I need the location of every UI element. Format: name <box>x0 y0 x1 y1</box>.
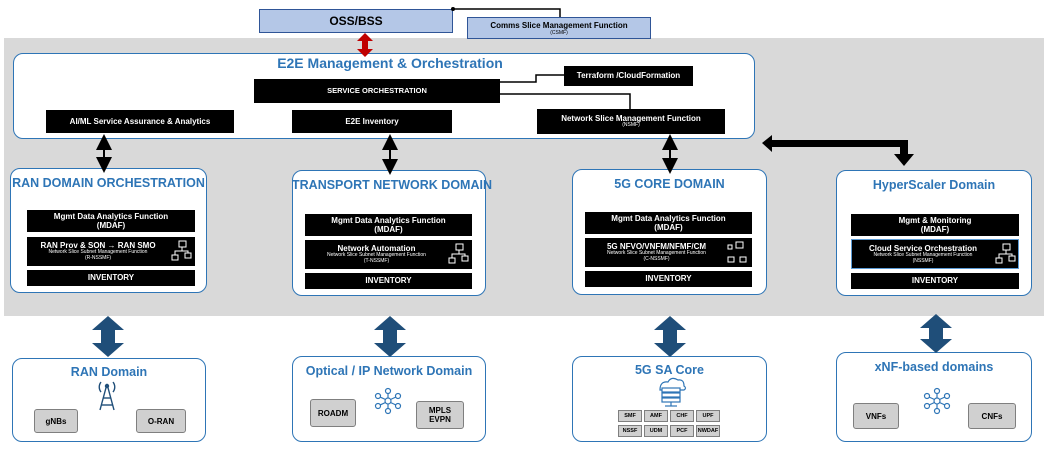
cloud-service-orchestration-title: Cloud Service Orchestration <box>868 243 978 253</box>
cloud-service-orchestration-sub2: (NSSMF) <box>912 257 934 264</box>
nf-upf[interactable]: UPF <box>696 410 720 422</box>
vnfs-label: VNFs <box>865 411 887 421</box>
nf-pcf[interactable]: PCF <box>670 425 694 437</box>
vnfs-box[interactable]: VNFs <box>853 403 899 429</box>
cnfs-label: CNFs <box>981 411 1003 421</box>
xnf-domain-title: xNF-based domains <box>874 360 994 374</box>
nfvo-sub2: (C-NSSMF) <box>643 256 670 263</box>
csmf-sub: (CSMF) <box>550 29 568 36</box>
hyperscaler-mdaf-title: Mgmt & Monitoring <box>898 215 972 225</box>
nfvo-sub1: Network Slice Subnet Management Function <box>607 250 706 257</box>
oss-bss-label: OSS/BSS <box>329 14 383 28</box>
sa-core-title: 5G SA Core <box>634 363 704 377</box>
o-ran-label: O-RAN <box>147 416 175 426</box>
evpn-label: EVPN <box>429 415 451 424</box>
nfvo-box[interactable]: 5G NFVO/VNFM/NFMF/CM Network Slice Subne… <box>585 238 752 267</box>
hyperscaler-mdaf-sub: (MDAF) <box>920 225 950 234</box>
hyperscaler-domain-title: HyperScaler Domain <box>872 178 996 192</box>
ran-smo-title: RAN Prov & SON → RAN SMO <box>40 241 156 251</box>
roadm-label: ROADM <box>317 408 349 418</box>
oss-bss-box[interactable]: OSS/BSS <box>259 9 453 33</box>
transport-mdaf-sub: (MDAF) <box>374 225 403 234</box>
network-automation-sub2: (T-NSSMF) <box>363 258 390 265</box>
nf-smf[interactable]: SMF <box>618 410 642 422</box>
ran-inventory-label: INVENTORY <box>87 273 135 283</box>
nf-nwdaf[interactable]: NWDAF <box>696 425 720 437</box>
transport-mdaf-title: Mgmt Data Analytics Function <box>331 215 446 225</box>
nf-nssf[interactable]: NSSF <box>618 425 642 437</box>
oss-csmf-connector <box>453 8 561 17</box>
terraform-box[interactable]: Terraform /CloudFormation <box>564 66 693 86</box>
mpls-label: MPLS <box>428 406 452 415</box>
hyperscaler-inventory-label: INVENTORY <box>911 276 959 286</box>
cloud-service-orchestration-sub1: Network Slice Subnet Management Function <box>873 251 973 258</box>
ran-mdaf-box[interactable]: Mgmt Data Analytics Function (MDAF) <box>27 210 195 232</box>
service-orchestration-box[interactable]: SERVICE ORCHESTRATION <box>254 79 500 103</box>
core-inventory-box[interactable]: INVENTORY <box>585 271 752 287</box>
ran-smo-sub1: Network Slice Subnet Management Function <box>48 249 148 256</box>
nf-udm[interactable]: UDM <box>644 425 668 437</box>
optical-domain-title: Optical / IP Network Domain <box>305 364 473 378</box>
ran-smo-box[interactable]: RAN Prov & SON → RAN SMO Network Slice S… <box>27 237 195 266</box>
transport-mdaf-box[interactable]: Mgmt Data Analytics Function (MDAF) <box>305 214 472 236</box>
network-automation-title: Network Automation <box>337 244 416 254</box>
e2e-title: E2E Management & Orchestration <box>277 55 503 71</box>
ran-mdaf-title: Mgmt Data Analytics Function <box>53 211 169 221</box>
nf-chf[interactable]: CHF <box>670 410 694 422</box>
ran-orchestration-title: RAN DOMAIN ORCHESTRATION <box>12 176 205 190</box>
ai-ml-assurance-box[interactable]: AI/ML Service Assurance & Analytics <box>46 110 234 133</box>
ai-ml-label: AI/ML Service Assurance & Analytics <box>69 116 211 126</box>
core-mdaf-title: Mgmt Data Analytics Function <box>611 213 726 223</box>
nsmf-sub: (NSMF) <box>622 122 640 129</box>
cnfs-box[interactable]: CNFs <box>968 403 1016 429</box>
cloud-service-orchestration-box[interactable]: Cloud Service Orchestration Network Slic… <box>851 239 1019 269</box>
service-orchestration-label: SERVICE ORCHESTRATION <box>327 85 427 95</box>
ran-mdaf-sub: (MDAF) <box>96 221 126 230</box>
hyperscaler-inventory-box[interactable]: INVENTORY <box>851 273 1019 289</box>
nsmf-box[interactable]: Network Slice Management Function (NSMF) <box>537 109 725 134</box>
transport-inventory-label: INVENTORY <box>365 276 412 286</box>
ran-smo-sub2: (R-NSSMF) <box>84 255 112 262</box>
nfvo-title: 5G NFVO/VNFM/NFMF/CM <box>606 242 707 252</box>
csmf-box[interactable]: Comms Slice Management Function (CSMF) <box>467 17 651 39</box>
ran-inventory-box[interactable]: INVENTORY <box>27 270 195 286</box>
terraform-label: Terraform /CloudFormation <box>576 71 681 81</box>
network-automation-sub1: Network Slice Subnet Management Function <box>327 252 426 259</box>
nf-amf[interactable]: AMF <box>644 410 668 422</box>
gnbs-label: gNBs <box>45 416 67 426</box>
hyperscaler-mdaf-box[interactable]: Mgmt & Monitoring (MDAF) <box>851 214 1019 236</box>
e2e-inventory-box[interactable]: E2E Inventory <box>292 110 452 133</box>
nsmf-title: Network Slice Management Function <box>561 114 701 124</box>
ran-domain-title: RAN Domain <box>70 365 148 379</box>
mpls-evpn-box[interactable]: MPLS EVPN <box>416 401 464 429</box>
csmf-title: Comms Slice Management Function <box>490 20 628 30</box>
core-domain-title: 5G CORE DOMAIN <box>614 177 725 191</box>
core-mdaf-sub: (MDAF) <box>654 223 683 232</box>
transport-domain-title: TRANSPORT NETWORK DOMAIN <box>292 178 492 192</box>
o-ran-box[interactable]: O-RAN <box>136 409 186 433</box>
network-automation-box[interactable]: Network Automation Network Slice Subnet … <box>305 240 472 269</box>
transport-inventory-box[interactable]: INVENTORY <box>305 273 472 289</box>
gnbs-box[interactable]: gNBs <box>34 409 78 433</box>
roadm-box[interactable]: ROADM <box>310 399 356 427</box>
core-inventory-label: INVENTORY <box>645 274 692 284</box>
core-mdaf-box[interactable]: Mgmt Data Analytics Function (MDAF) <box>585 212 752 234</box>
e2e-inventory-label: E2E Inventory <box>345 116 399 126</box>
